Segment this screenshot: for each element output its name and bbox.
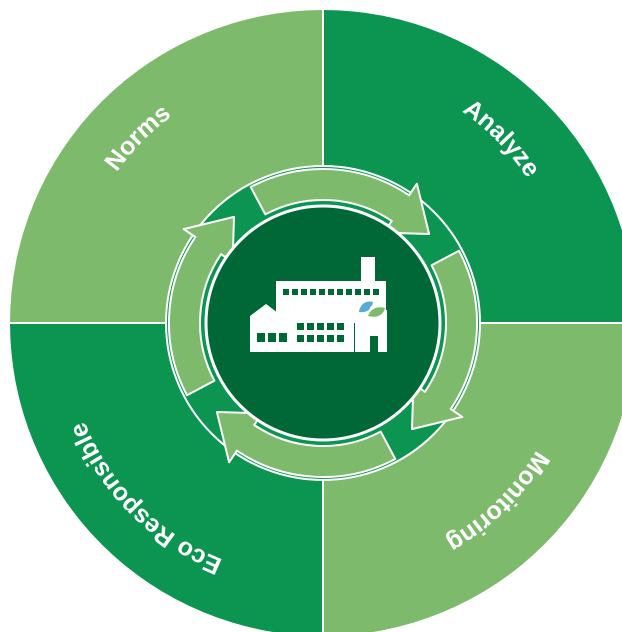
cycle-arrow-right: [411, 249, 478, 431]
cycle-arrows: [168, 168, 478, 478]
leaf-icon: [359, 301, 385, 321]
cycle-arrow-left: [168, 215, 235, 397]
factory-icon: [250, 257, 387, 352]
cycle-arrow-bottom: [215, 411, 397, 478]
cycle-arrow-top: [249, 168, 431, 235]
